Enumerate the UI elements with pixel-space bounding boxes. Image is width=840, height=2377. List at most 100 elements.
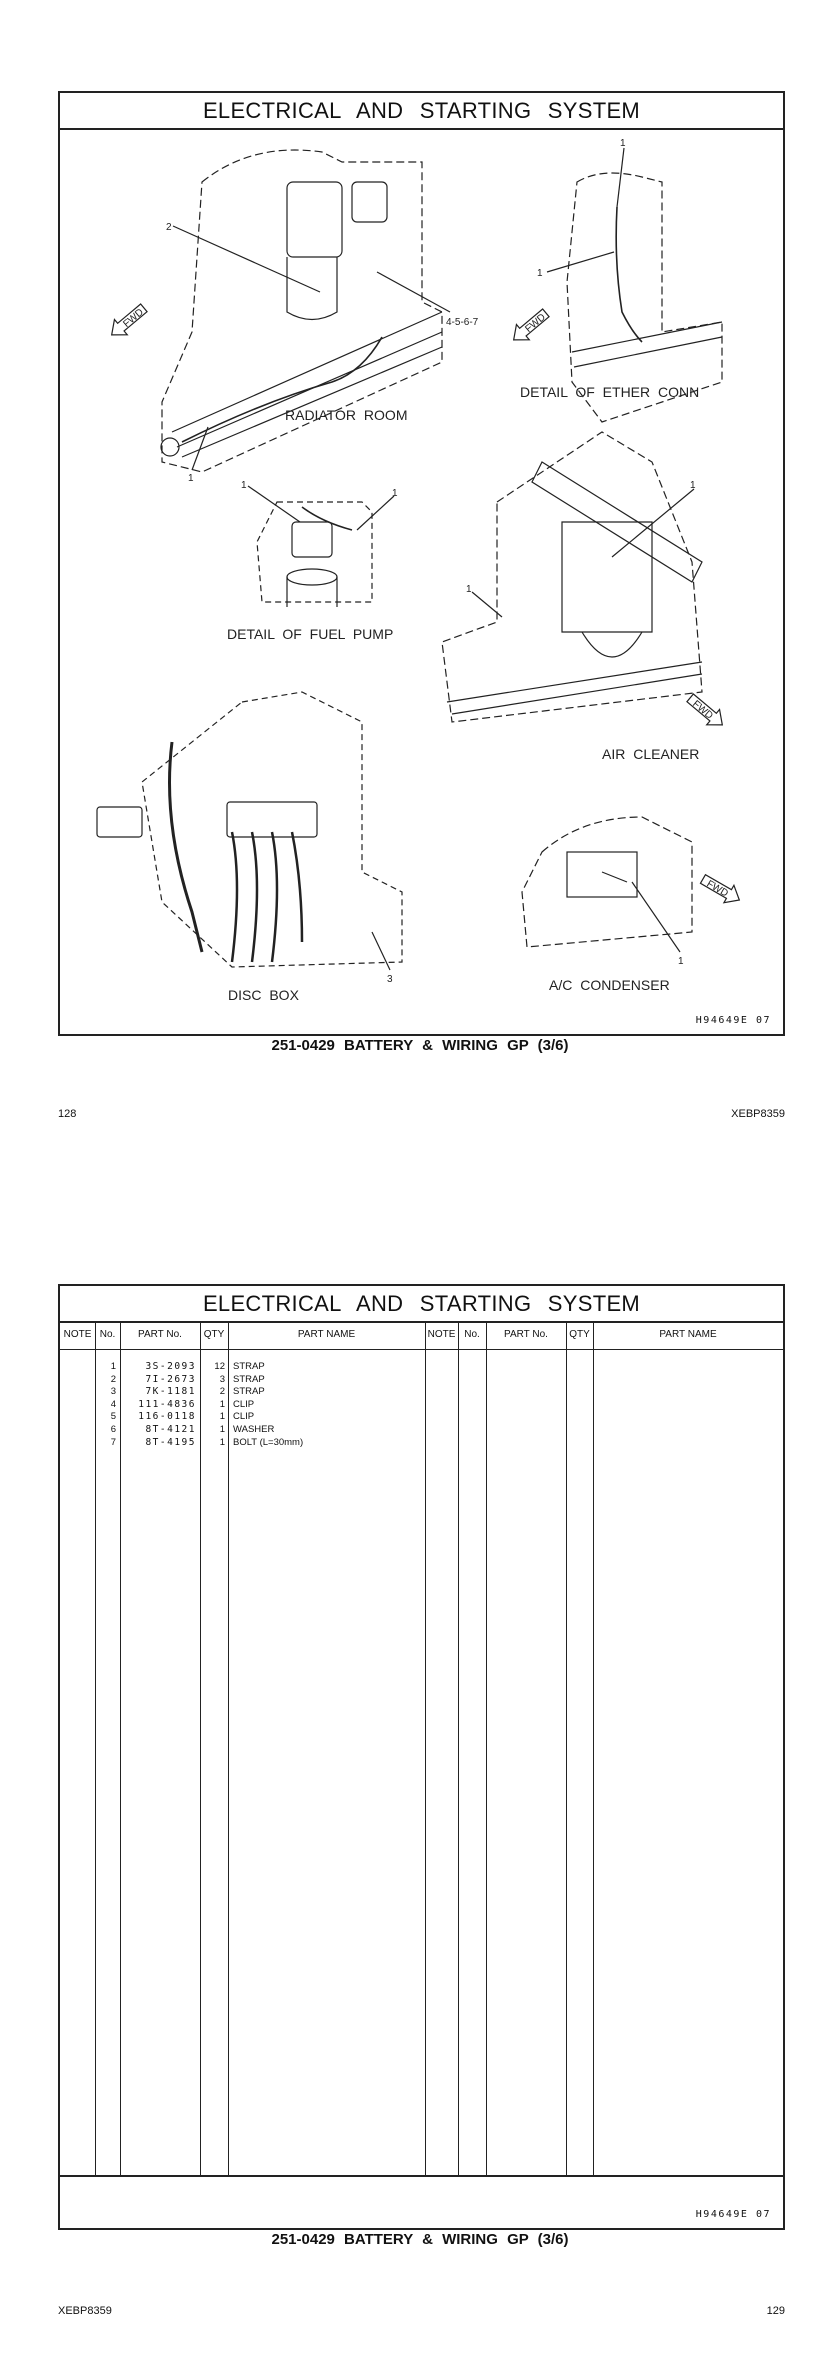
part-number: 116-0118 [138,1411,196,1423]
header-qty: QTY [569,1329,590,1340]
svg-text:FWD: FWD [690,699,715,722]
fwd-arrow-icon: FWD [512,308,550,341]
header-part-no: PART No. [138,1329,182,1340]
header-note: NOTE [63,1329,92,1340]
column-divider [425,1321,426,2175]
header-qty: QTY [203,1329,225,1340]
page-title: ELECTRICAL AND STARTING SYSTEM [60,93,783,130]
callout-1: 1 [537,268,543,279]
document-code: XEBP8359 [58,2305,112,2317]
callout-1: 1 [241,480,247,491]
callout-2: 2 [166,222,172,233]
page-number: 129 [766,2305,785,2317]
part-number: 7K-1181 [145,1386,196,1398]
item-number: 6 [110,1424,116,1435]
drawing-code: H94649E 07 [695,1015,771,1026]
page-title: ELECTRICAL AND STARTING SYSTEM [60,1286,783,1323]
quantity: 2 [219,1386,225,1398]
table-row: 1 3S-2093 12 STRAP [60,1361,783,1374]
part-number: 111-4836 [138,1398,196,1410]
item-number: 7 [110,1436,116,1448]
part-name: STRAP [233,1373,265,1385]
quantity: 1 [219,1411,225,1423]
fwd-arrow-icon: FWD [110,303,148,336]
callout-1: 1 [690,480,696,491]
header-no: No. [99,1329,116,1340]
item-number: 2 [110,1373,116,1385]
item-number: 3 [110,1386,116,1398]
header-part-no: PART No. [504,1329,548,1340]
callout-1: 1 [188,473,194,484]
column-divider [200,1321,201,2175]
column-divider [95,1321,96,2175]
part-number: 8T-4195 [145,1436,196,1448]
view-label-radiator-room: RADIATOR ROOM [285,407,408,423]
callout-3: 3 [387,974,393,985]
part-name: STRAP [233,1361,265,1372]
table-row: 6 8T-4121 1 WASHER [60,1424,783,1437]
illustration-frame: ELECTRICAL AND STARTING SYSTEM 2 4-5-6-7… [58,91,785,1036]
column-divider [486,1321,487,2175]
drawing-code: H94649E 07 [695,2209,771,2220]
air-cleaner-view: 1 1 [441,431,703,723]
parts-list-frame: ELECTRICAL AND STARTING SYSTEM NOTE No. … [58,1284,785,2230]
page-number: 128 [58,1108,77,1120]
svg-text:FWD: FWD [121,307,146,330]
quantity: 1 [219,1424,225,1435]
item-number: 1 [110,1361,116,1372]
view-label-fuel-pump: DETAIL OF FUEL PUMP [227,626,393,642]
group-caption: 251-0429 BATTERY & WIRING GP (3/6) [271,1037,569,1054]
footer-divider [60,2175,783,2177]
view-label-disc-box: DISC BOX [228,987,300,1003]
quantity: 1 [219,1398,225,1410]
quantity: 3 [219,1373,225,1385]
disc-box-view: 3 [96,691,403,985]
callout-1: 1 [620,138,626,149]
column-divider [566,1321,567,2175]
header-no: No. [464,1329,480,1340]
part-name: WASHER [233,1424,275,1435]
fuel-pump-view: 1 1 [241,480,398,607]
header-part-name: PART NAME [659,1329,717,1340]
part-name: CLIP [233,1398,255,1410]
part-name: STRAP [233,1386,265,1398]
item-number: 5 [110,1411,116,1423]
radiator-callouts: 2 4-5-6-7 1 [166,222,479,484]
part-number: 7I-2673 [145,1373,196,1385]
column-divider [593,1321,594,2175]
column-divider [120,1321,121,2175]
quantity: 1 [219,1436,225,1448]
group-caption: 251-0429 BATTERY & WIRING GP (3/6) [271,2231,569,2248]
quantity: 12 [214,1361,225,1372]
callout-4-5-6-7: 4-5-6-7 [446,317,479,328]
part-number: 3S-2093 [145,1361,196,1372]
callout-1: 1 [392,488,398,499]
table-row: 7 8T-4195 1 BOLT (L=30mm) [60,1437,783,1450]
svg-text:FWD: FWD [705,879,730,900]
table-row: 5 116-0118 1 CLIP [60,1411,783,1424]
fwd-arrow-icon: FWD [686,693,724,726]
table-row: 4 111-4836 1 CLIP [60,1399,783,1412]
view-label-ac-condenser: A/C CONDENSER [549,977,670,993]
column-divider [228,1321,229,2175]
ac-condenser-view: 1 [521,816,693,967]
document-code: XEBP8359 [731,1108,785,1120]
svg-text:FWD: FWD [523,312,548,335]
ether-conn-view: 1 1 [537,138,723,423]
radiator-room-view [160,149,443,473]
table-row: 3 7K-1181 2 STRAP [60,1386,783,1399]
part-name: CLIP [233,1411,255,1423]
part-number: 8T-4121 [145,1424,196,1435]
item-number: 4 [110,1398,116,1410]
exploded-illustration: 2 4-5-6-7 1 FWD RADIATOR ROOM 1 1 [96,138,741,1003]
column-divider [458,1321,459,2175]
table-row: 2 7I-2673 3 STRAP [60,1374,783,1387]
header-note: NOTE [427,1329,456,1340]
callout-1: 1 [466,584,472,595]
part-name: BOLT (L=30mm) [233,1436,304,1448]
fwd-arrow-icon: FWD [699,873,741,904]
header-part-name: PART NAME [297,1329,356,1340]
view-label-ether-conn: DETAIL OF ETHER CONN [520,384,699,400]
view-label-air-cleaner: AIR CLEANER [602,746,699,762]
